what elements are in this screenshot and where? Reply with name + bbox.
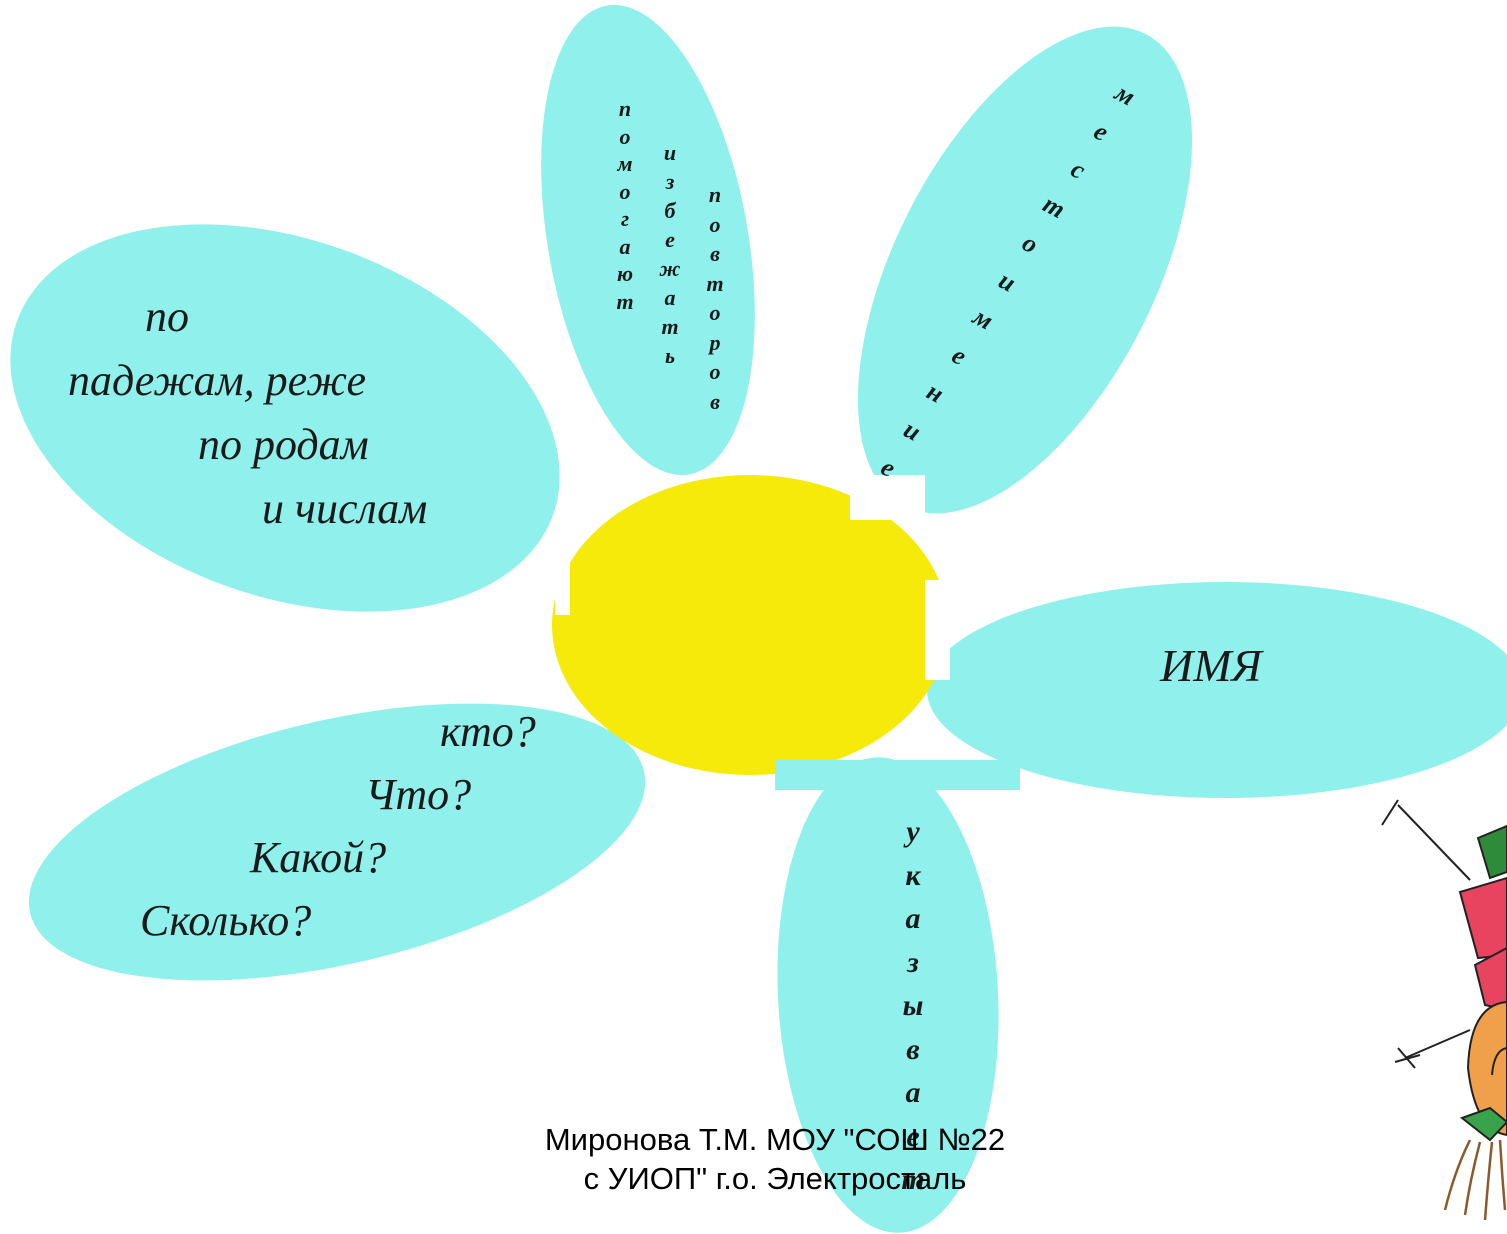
letter: в [710,387,720,417]
letter: к [905,854,920,898]
letter: о [710,210,721,240]
center-mask [775,760,1020,790]
letter: а [620,233,631,261]
letter: п [709,180,721,210]
petal-text-line: и числам [0,477,560,541]
petal-text-line: Сколько? [0,889,640,952]
letter: м [617,150,632,178]
letter: о [710,357,721,387]
petal-text-line: кто? [0,700,640,763]
letter: з [907,941,919,985]
petal-text-line: по родам [0,413,560,477]
petal-left-upper-text: по падежам, реже по родам и числам [0,285,560,541]
cartoon-character-icon [1382,800,1507,1220]
letter: ь [665,341,675,370]
letter: в [710,239,720,269]
petal-text-line: падежам, реже [0,349,560,413]
letter: о [620,123,631,151]
letter: у [906,810,919,854]
letter: и [664,138,676,167]
letter: т [706,269,723,299]
letter: ю [617,260,633,288]
letter: ы [903,984,924,1028]
petal-text-line: Что? [0,763,640,826]
author-caption: Миронова Т.М. МОУ "СОШ №22 с УИОП" г.о. … [440,1120,1110,1198]
center-mask [850,475,925,520]
letter: р [710,328,721,358]
letter: а [665,283,676,312]
author-caption-line-2: с УИОП" г.о. Электросталь [440,1159,1110,1198]
letter: г [621,205,629,233]
letter: а [906,1071,921,1115]
letter: б [665,196,676,225]
petal-text-line: по [0,285,560,349]
letter: в [906,1028,919,1072]
letter: а [906,897,921,941]
letter: т [616,288,633,316]
letter: о [620,178,631,206]
author-caption-line-1: Миронова Т.М. МОУ "СОШ №22 [440,1120,1110,1159]
letter: т [661,312,678,341]
letter: ж [660,254,681,283]
letter: п [619,95,631,123]
petal-right-label: ИМЯ [1160,638,1262,694]
letter: о [710,298,721,328]
center-mask [925,580,950,680]
letter: з [666,167,675,196]
petal-text-line: Какой? [0,826,640,889]
letter: е [665,225,675,254]
petal-left-lower-text: кто? Что? Какой? Сколько? [0,700,640,952]
